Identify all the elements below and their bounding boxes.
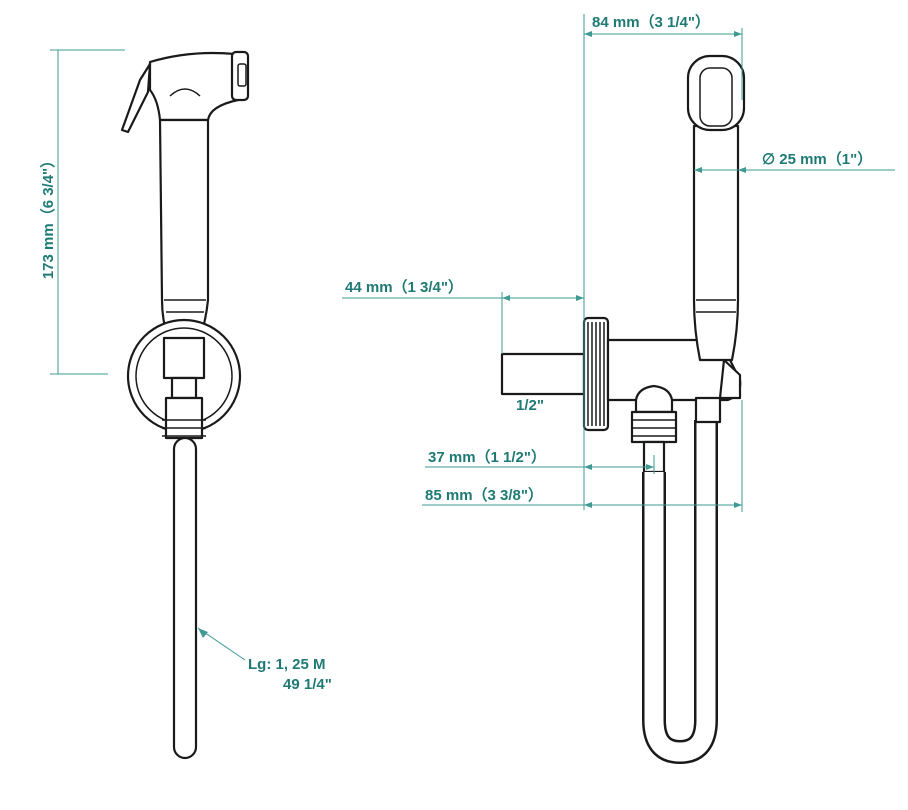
overall-depth-label: 85 mm（3 3/8"） — [425, 486, 543, 504]
outlet-nut — [630, 410, 678, 444]
bracket-holder — [162, 336, 206, 380]
shower-handle — [692, 124, 740, 362]
front-view: 173 mm（6 3/4"） Lg: 1, 25 M 49 1/4" — [39, 49, 332, 760]
side-view: 84 mm（3 1/4"） ∅ 25 mm（1"） 44 mm（1 3/4"） … — [342, 13, 895, 764]
hose-connector — [164, 396, 204, 440]
depth-label: 44 mm（1 3/4"） — [345, 278, 463, 296]
hose — [172, 436, 198, 760]
handle-body — [158, 118, 210, 340]
wall-pipe — [500, 352, 586, 396]
spray-head — [148, 51, 240, 122]
outlet-fitting — [634, 384, 674, 414]
height-label: 173 mm（6 3/4"） — [39, 153, 57, 279]
trigger-lever — [120, 62, 152, 134]
top-width-label: 84 mm（3 1/4"） — [592, 13, 710, 31]
outlet-offset-label: 37 mm（1 1/2"） — [428, 448, 546, 466]
thread-size-label: 1/2" — [516, 397, 544, 414]
hose-length-inch-label: 49 1/4" — [283, 676, 332, 693]
spray-head-side — [686, 54, 746, 132]
diameter-label: ∅ 25 mm（1"） — [762, 150, 872, 168]
hose-length-label: Lg: 1, 25 M — [248, 656, 326, 673]
holder-hose-connector — [694, 396, 722, 424]
